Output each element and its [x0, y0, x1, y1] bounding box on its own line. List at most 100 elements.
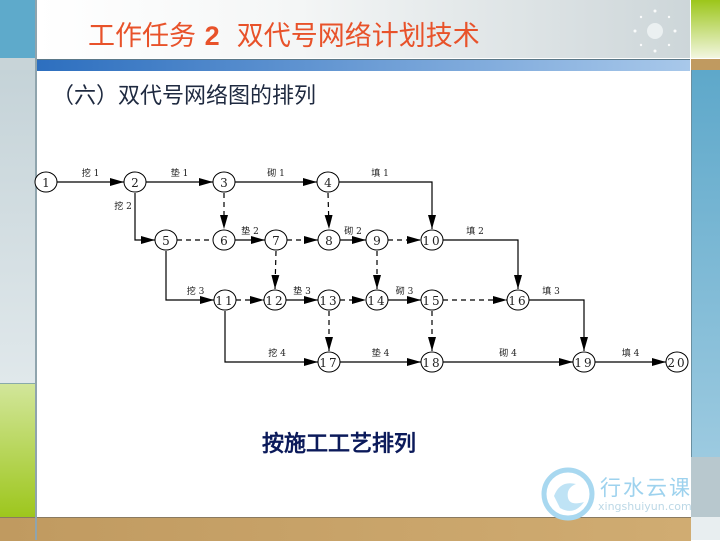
activity-label: 挖 1: [82, 167, 100, 179]
network-node: 17: [317, 351, 341, 373]
activity-label: 砌 4: [499, 348, 517, 359]
left-accent-blue: [0, 0, 36, 58]
right-accent-bottom: [691, 517, 720, 540]
network-node: 8: [317, 229, 341, 251]
header-band: [37, 0, 690, 58]
activity-label: 挖 2: [114, 200, 132, 212]
right-accent-blue: [691, 70, 720, 457]
activity-label: 填 3: [542, 285, 560, 297]
header-divider-bar: [37, 59, 690, 71]
node-circle: [213, 289, 237, 311]
node-number: 14: [367, 294, 386, 308]
diagram-caption: 按施工工艺排列: [262, 432, 417, 457]
node-circle: [212, 171, 236, 193]
node-number: 16: [508, 294, 527, 308]
activity-label: 砌 2: [344, 226, 362, 237]
network-node: 13: [317, 289, 341, 311]
node-circle: [154, 229, 178, 251]
activity-label: 填 2: [466, 225, 484, 237]
right-accent-green: [691, 0, 720, 58]
network-node: 2: [123, 171, 147, 193]
title-prefix: 工作任务: [88, 21, 196, 52]
activity-arrow: [134, 193, 155, 244]
network-node: 11: [213, 289, 237, 311]
activity-arrow: [165, 251, 214, 304]
network-node: 4: [316, 171, 340, 193]
activity-label: 填 4: [622, 347, 640, 359]
node-number: 18: [422, 356, 441, 370]
node-circle: [317, 289, 341, 311]
dummy-activity-arrow: [324, 192, 333, 230]
activity-label: 垫 2: [241, 225, 259, 237]
network-node: 7: [264, 229, 288, 251]
activity-label: 砌 1: [267, 168, 285, 179]
node-number: 12: [265, 294, 284, 308]
activity-arrow: [443, 239, 522, 289]
network-node: 20: [665, 351, 689, 373]
node-number: 19: [574, 356, 593, 370]
node-number: 6: [220, 234, 228, 248]
node-number: 3: [220, 176, 228, 190]
watermark-wave-logo: [541, 467, 595, 521]
right-accent-tan: [691, 59, 720, 70]
section-heading: （六）双代号网络图的排列: [52, 84, 317, 109]
node-circle: [365, 229, 389, 251]
node-number: 2: [131, 176, 139, 190]
activity-label: 砌 3: [396, 286, 414, 297]
node-number: 15: [422, 294, 441, 308]
left-accent-strip: [0, 58, 36, 70]
left-accent-gray: [0, 70, 36, 383]
network-node: 6: [212, 229, 236, 251]
activity-label: 垫 1: [171, 167, 189, 179]
node-number: 10: [422, 234, 441, 248]
node-circle: [420, 289, 444, 311]
node-number: 9: [373, 234, 381, 248]
node-circle: [212, 229, 236, 251]
network-node: 3: [212, 171, 236, 193]
node-number: 20: [667, 356, 686, 370]
slide-title: 工作任务 2 双代号网络计划技术: [88, 14, 480, 53]
network-node: 18: [420, 351, 444, 373]
node-circle: [123, 171, 147, 193]
activity-label: 填 1: [371, 167, 389, 179]
title-number: 2: [204, 21, 220, 51]
network-node: 5: [154, 229, 178, 251]
node-circle: [34, 171, 58, 193]
node-circle: [317, 351, 341, 373]
activity-label: 垫 4: [372, 347, 390, 359]
title-suffix: 双代号网络计划技术: [236, 21, 480, 52]
node-circle: [263, 289, 287, 311]
network-node: 15: [420, 289, 444, 311]
activity-label: 挖 3: [187, 285, 205, 297]
node-circle: [420, 351, 444, 373]
activity-label: 挖 4: [268, 347, 286, 359]
node-number: 8: [325, 234, 333, 248]
node-circle: [317, 229, 341, 251]
network-node: 9: [365, 229, 389, 251]
left-accent-green: [0, 383, 36, 518]
node-number: 1: [42, 176, 50, 190]
activity-label: 垫 3: [293, 285, 311, 297]
network-node: 14: [365, 289, 389, 311]
activity-arrow: [339, 181, 436, 229]
right-accent-gray: [691, 457, 720, 517]
sparkle-icon: [633, 9, 677, 53]
left-divider: [35, 0, 37, 540]
node-circle: [506, 289, 530, 311]
node-circle: [264, 229, 288, 251]
network-node: 10: [420, 229, 444, 251]
network-node: 1: [34, 171, 58, 193]
activity-arrow: [224, 311, 318, 366]
node-number: 11: [215, 294, 234, 308]
watermark-url: xingshuiyun.com: [598, 500, 692, 513]
node-number: 7: [272, 234, 280, 248]
network-node: 19: [572, 351, 596, 373]
node-circle: [420, 229, 444, 251]
network-node: 12: [263, 289, 287, 311]
dummy-activity-arrow: [271, 250, 280, 290]
watermark-name: 行水云课: [600, 476, 692, 500]
activity-arrow: [529, 299, 588, 351]
footer-band: [0, 517, 691, 541]
node-circle: [316, 171, 340, 193]
